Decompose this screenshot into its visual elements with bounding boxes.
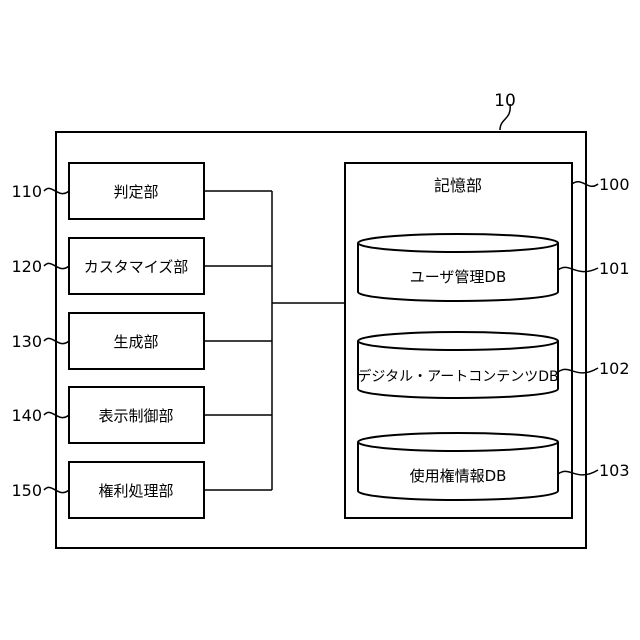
db-ref: 102 bbox=[599, 359, 630, 378]
unit-150: 権利処理部 150 bbox=[11, 462, 204, 518]
unit-ref: 120 bbox=[11, 257, 42, 276]
unit-ref: 110 bbox=[11, 182, 42, 201]
unit-110: 判定部 110 bbox=[11, 163, 204, 219]
db-ref: 103 bbox=[599, 461, 630, 480]
unit-label: 権利処理部 bbox=[98, 482, 173, 500]
db-cylinder-top bbox=[358, 332, 558, 350]
unit-130: 生成部 130 bbox=[11, 313, 204, 369]
db-label: ユーザ管理DB bbox=[410, 268, 507, 286]
unit-ref: 130 bbox=[11, 332, 42, 351]
device-ref: 10 bbox=[494, 91, 516, 111]
database-101: ユーザ管理DB 101 bbox=[358, 234, 630, 301]
unit-label: カスタマイズ部 bbox=[84, 258, 189, 276]
db-cylinder-top bbox=[358, 234, 558, 252]
storage-label: 記憶部 bbox=[434, 176, 482, 195]
db-label: デジタル・アートコンテンツDB bbox=[357, 368, 558, 385]
database-103: 使用権情報DB 103 bbox=[358, 433, 630, 500]
unit-ref: 150 bbox=[11, 481, 42, 500]
unit-label: 表示制御部 bbox=[98, 407, 173, 425]
unit-120: カスタマイズ部 120 bbox=[11, 238, 204, 294]
db-cylinder-top bbox=[358, 433, 558, 451]
unit-label: 生成部 bbox=[113, 333, 158, 351]
unit-ref: 140 bbox=[11, 406, 42, 425]
unit-140: 表示制御部 140 bbox=[11, 387, 204, 443]
unit-label: 判定部 bbox=[113, 183, 158, 201]
db-ref: 101 bbox=[599, 259, 630, 278]
database-102: デジタル・アートコンテンツDB 102 bbox=[357, 332, 629, 398]
storage-ref: 100 bbox=[599, 175, 630, 194]
db-label: 使用権情報DB bbox=[410, 467, 507, 485]
